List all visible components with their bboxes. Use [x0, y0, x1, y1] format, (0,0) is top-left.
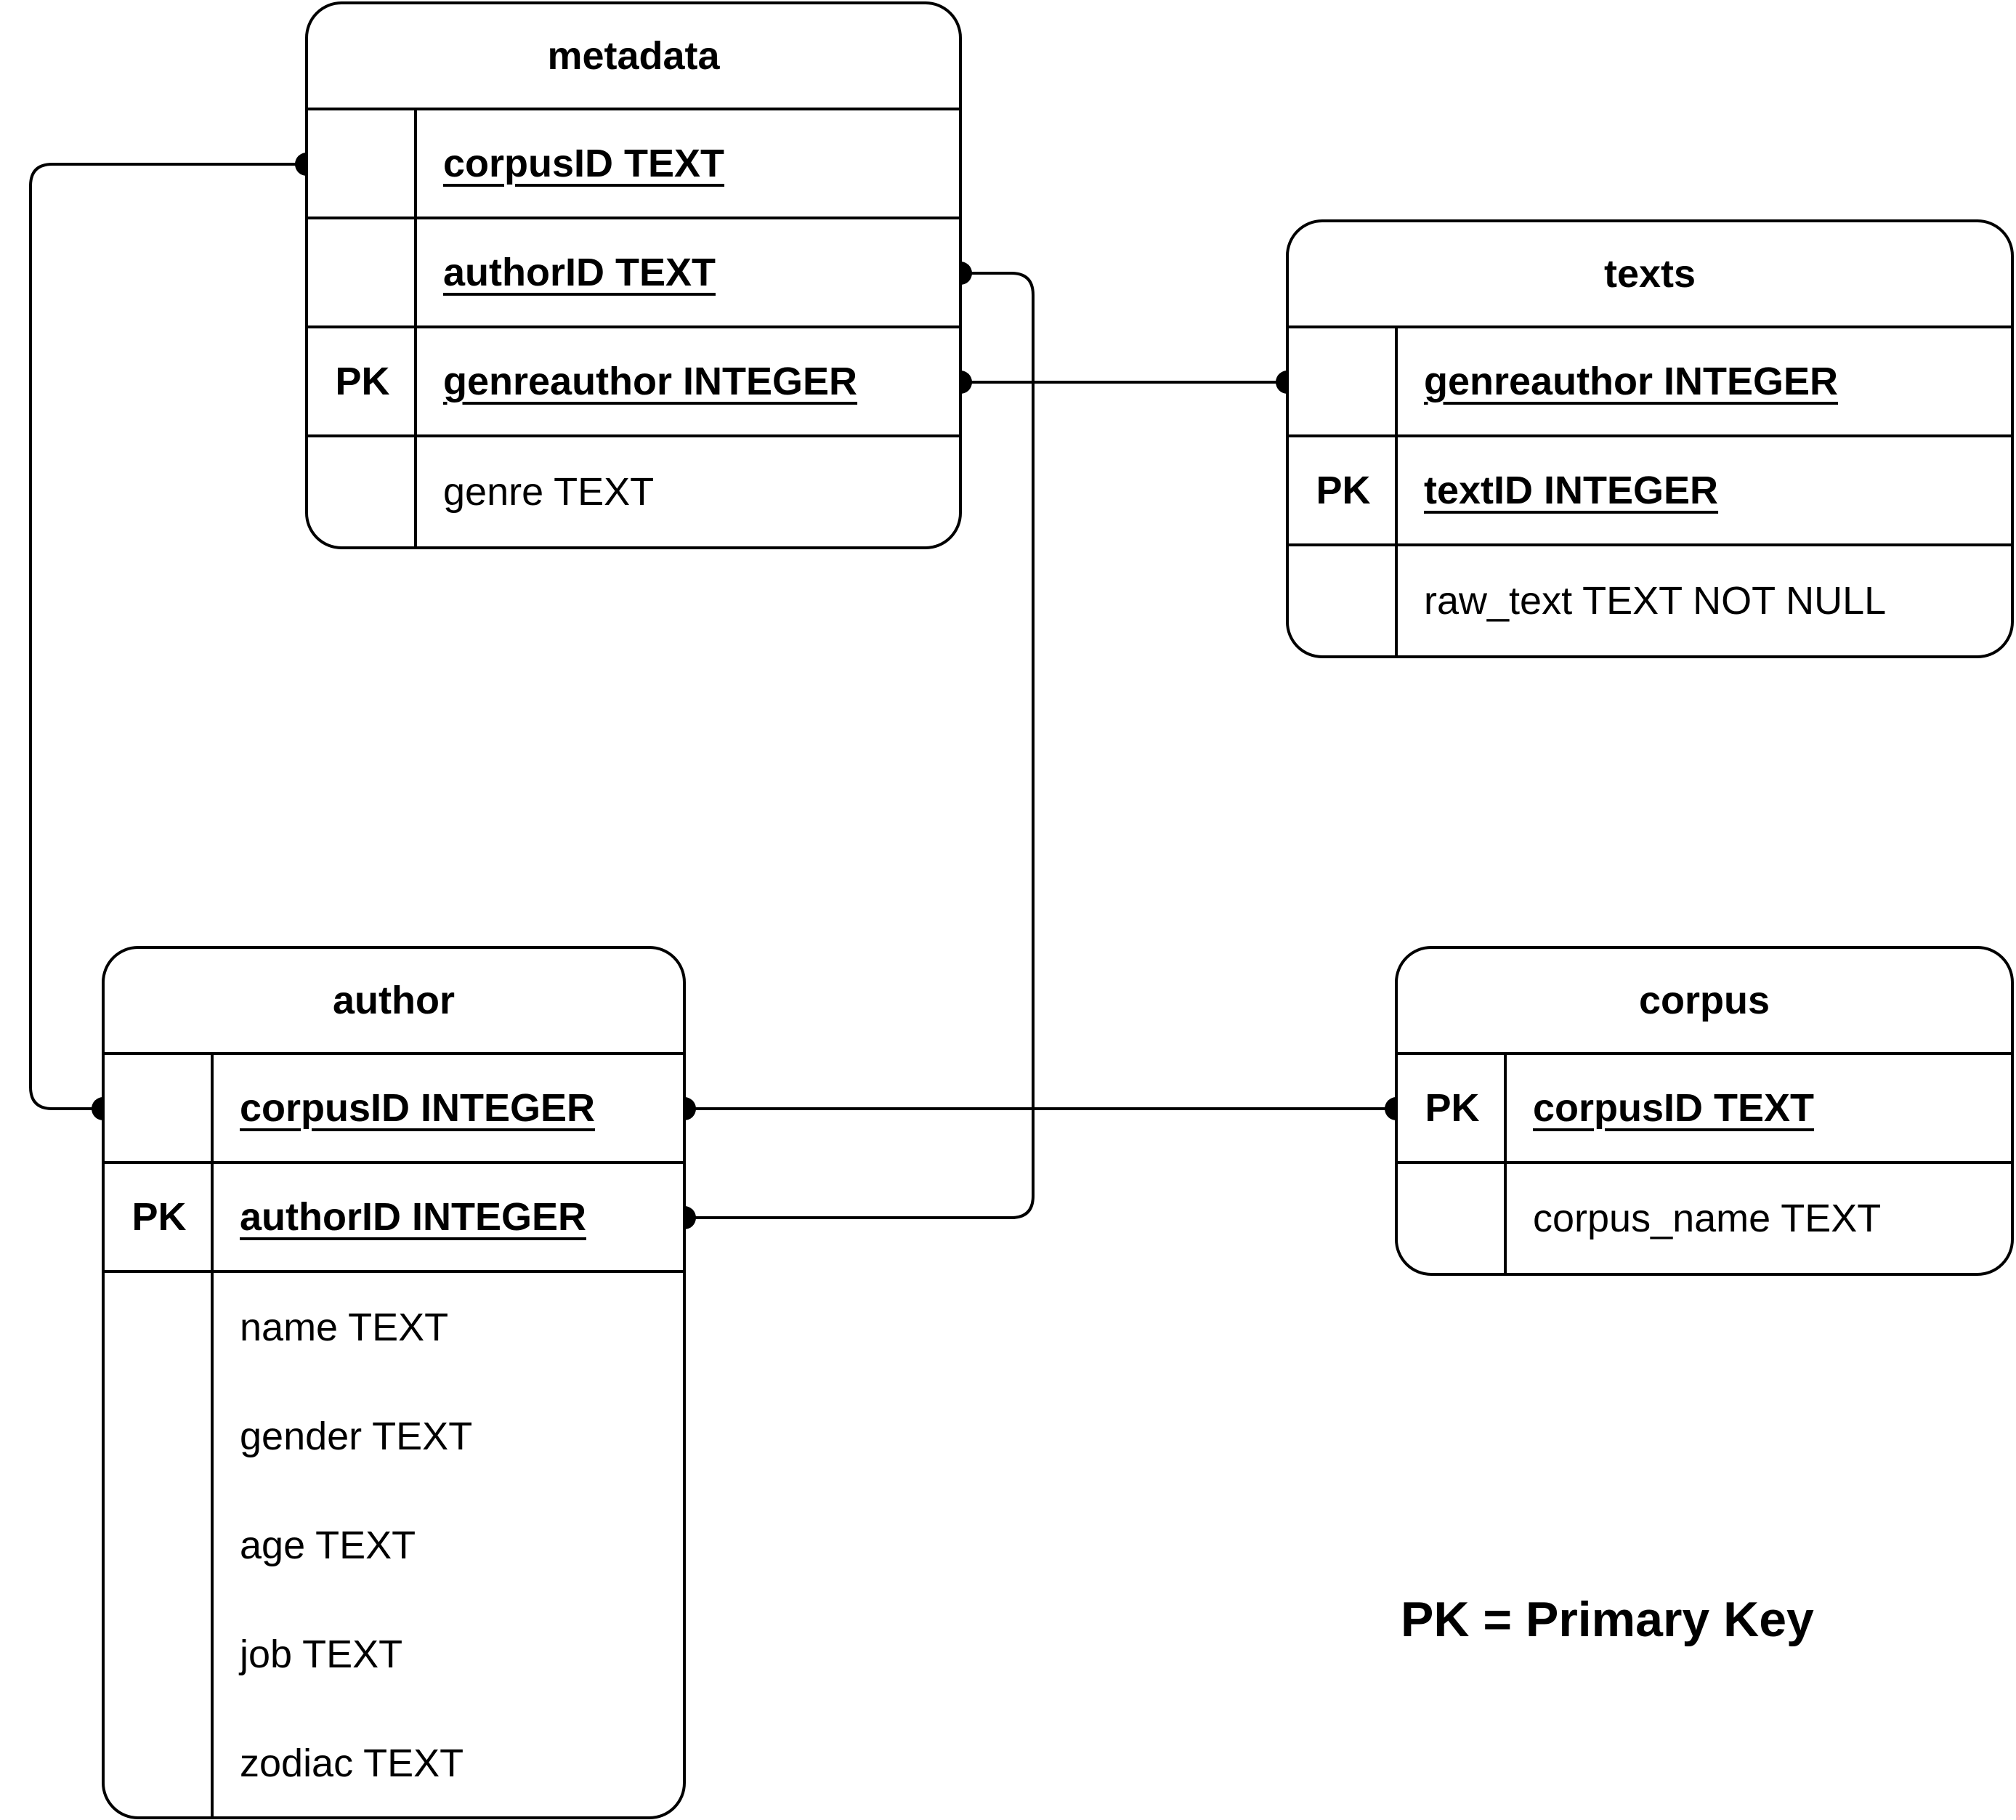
field-name: job TEXT [240, 1633, 403, 1676]
entity-metadata[interactable]: metadata corpusID TEXT authorID TEXT PK … [305, 1, 962, 549]
entity-row[interactable]: PK corpusID TEXT [1398, 1055, 2011, 1164]
field-name: genreauthor INTEGER [443, 360, 858, 403]
legend-text: PK = Primary Key [1401, 1592, 1814, 1647]
entity-title: author [105, 949, 683, 1055]
field-name: authorID INTEGER [240, 1195, 587, 1239]
entity-row[interactable]: gender TEXT [105, 1382, 683, 1491]
entity-row[interactable]: PK authorID INTEGER [105, 1164, 683, 1273]
entity-texts[interactable]: texts genreauthor INTEGER PK textID INTE… [1286, 219, 2014, 658]
field-name: corpusID INTEGER [240, 1086, 596, 1130]
entity-row[interactable]: PK textID INTEGER [1289, 437, 2011, 546]
field-name: corpus_name TEXT [1533, 1197, 1882, 1240]
entity-row[interactable]: job TEXT [105, 1600, 683, 1709]
field-name: zodiac TEXT [240, 1742, 464, 1785]
field-name: name TEXT [240, 1306, 449, 1349]
entity-row[interactable]: PK genreauthor INTEGER [308, 328, 959, 437]
entity-row[interactable]: raw_text TEXT NOT NULL [1289, 546, 2011, 655]
entity-title: corpus [1398, 949, 2011, 1055]
field-name: raw_text TEXT NOT NULL [1424, 579, 1887, 623]
entity-row[interactable]: zodiac TEXT [105, 1709, 683, 1816]
key-column-divider [1395, 328, 1398, 655]
entity-title: metadata [308, 4, 959, 110]
entity-row[interactable]: corpusID TEXT [308, 110, 959, 219]
entity-row[interactable]: corpusID INTEGER [105, 1055, 683, 1164]
entity-row[interactable]: name TEXT [105, 1273, 683, 1382]
field-name: genre TEXT [443, 470, 655, 514]
field-name: textID INTEGER [1424, 469, 1719, 512]
entity-title: texts [1289, 222, 2011, 328]
key-column-divider [211, 1055, 214, 1816]
key-marker: PK [131, 1195, 187, 1239]
connector-metadata-corpusID-author-corpusID [29, 163, 307, 1110]
entity-row[interactable]: authorID TEXT [308, 219, 959, 328]
entity-row[interactable]: genre TEXT [308, 437, 959, 546]
key-marker: PK [335, 360, 390, 403]
field-name: authorID TEXT [443, 251, 716, 294]
field-name: corpusID TEXT [1533, 1086, 1815, 1130]
entity-author[interactable]: author corpusID INTEGER PK authorID INTE… [102, 946, 686, 1819]
entity-row[interactable]: corpus_name TEXT [1398, 1164, 2011, 1273]
field-name: corpusID TEXT [443, 142, 725, 185]
field-name: age TEXT [240, 1524, 416, 1567]
entity-row[interactable]: genreauthor INTEGER [1289, 328, 2011, 437]
entity-row[interactable]: age TEXT [105, 1491, 683, 1600]
field-name: gender TEXT [240, 1415, 473, 1458]
entity-corpus[interactable]: corpus PK corpusID TEXT corpus_name TEXT [1395, 946, 2014, 1276]
key-column-divider [1504, 1055, 1507, 1273]
key-marker: PK [1316, 469, 1371, 512]
key-marker: PK [1425, 1086, 1480, 1130]
key-column-divider [414, 110, 417, 546]
field-name: genreauthor INTEGER [1424, 360, 1839, 403]
connector-metadata-authorID-author-authorID [684, 272, 1035, 1219]
